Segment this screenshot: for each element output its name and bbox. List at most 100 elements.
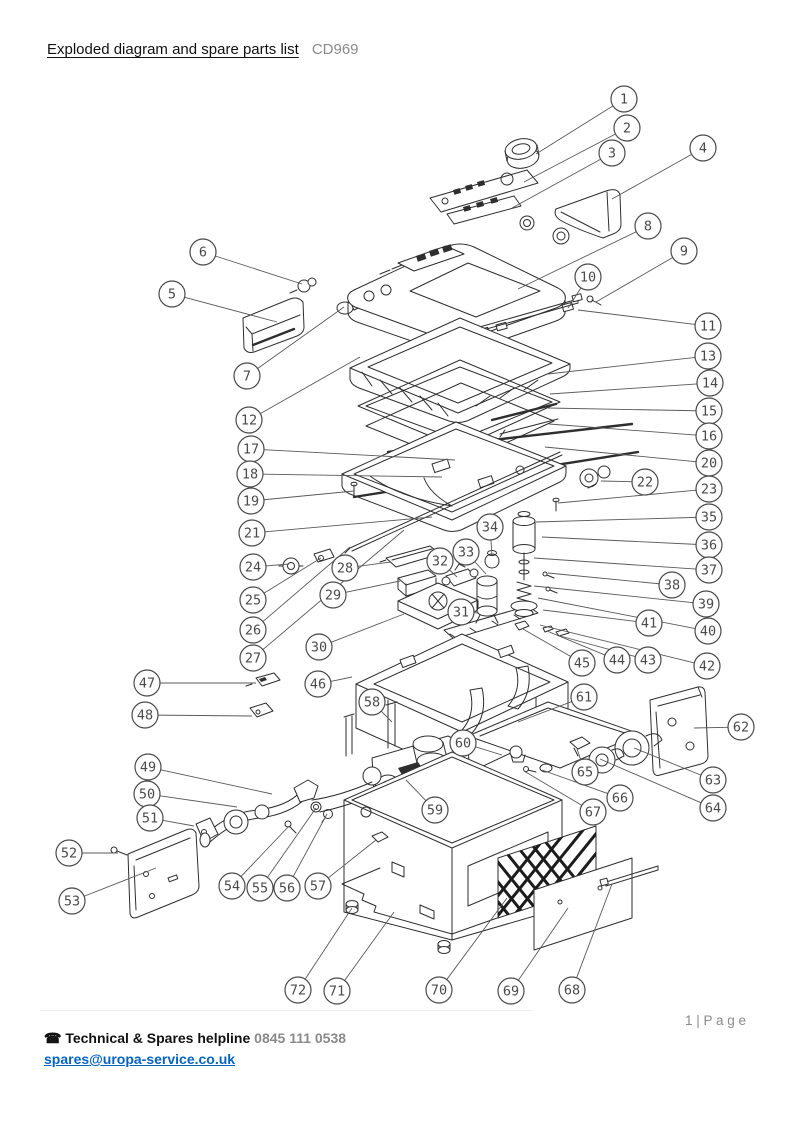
callout-number: 36 [701, 538, 717, 554]
part-cabinet [343, 751, 563, 941]
callout-10: 10 [567, 263, 602, 309]
callout-8: 8 [517, 212, 662, 290]
callout-number: 32 [432, 554, 448, 570]
part-button-strip [446, 195, 570, 245]
callout-number: 67 [585, 805, 601, 821]
callout-42: 42 [539, 624, 721, 680]
part-side-panel [127, 828, 200, 919]
callout-number: 19 [243, 494, 259, 510]
callout-22: 22 [600, 468, 659, 496]
callout-69: 69 [497, 907, 569, 1005]
phone-icon: ☎ [44, 1030, 62, 1046]
callout-number: 57 [310, 879, 326, 895]
callout-number: 4 [699, 141, 707, 157]
callout-70: 70 [425, 897, 508, 1004]
callout-11: 11 [577, 309, 722, 340]
callout-number: 58 [364, 695, 380, 711]
callout-number: 47 [139, 676, 155, 692]
callout-21: 21 [238, 516, 433, 547]
callout-19: 19 [237, 487, 355, 515]
callout-number: 31 [453, 605, 469, 621]
callout-number: 70 [431, 983, 447, 999]
callout-number: 3 [608, 146, 616, 162]
callout-53: 53 [58, 867, 157, 915]
callout-number: 16 [701, 429, 717, 445]
callout-number: 11 [700, 319, 716, 335]
callout-57: 57 [304, 839, 377, 900]
part-detergent-drawer [242, 297, 305, 353]
model-number: CD969 [311, 41, 359, 58]
page-title: Exploded diagram and spare parts list [47, 41, 299, 58]
part-top-lid [347, 243, 566, 355]
part-inlet-valve [441, 563, 479, 587]
part-program-dial [504, 138, 540, 169]
callout-number: 41 [641, 616, 657, 632]
callout-32: 32 [426, 547, 458, 578]
diagram-parts [110, 138, 709, 954]
callout-38: 38 [547, 571, 686, 599]
callout-number: 28 [337, 561, 353, 577]
callout-number: 34 [482, 520, 498, 536]
callout-number: 10 [580, 270, 596, 286]
callout-28: 28 [331, 554, 392, 582]
part-tub-rim [341, 421, 567, 532]
callout-5: 5 [158, 280, 278, 323]
callout-51: 51 [136, 804, 195, 832]
callout-72: 72 [284, 907, 353, 1004]
callout-number: 68 [564, 983, 580, 999]
callout-65: 65 [571, 748, 599, 786]
callout-number: 26 [245, 623, 261, 639]
callout-29: 29 [319, 580, 401, 609]
callout-46: 46 [304, 670, 353, 698]
callout-45: 45 [522, 628, 596, 677]
callout-number: 61 [576, 690, 592, 706]
callout-number: 6 [199, 245, 207, 261]
callout-number: 63 [705, 773, 721, 789]
callout-number: 18 [242, 467, 258, 483]
callout-33: 33 [452, 538, 487, 575]
callout-4: 4 [611, 134, 717, 200]
callout-number: 45 [574, 656, 590, 672]
callout-number: 54 [224, 879, 240, 895]
callout-35: 35 [535, 503, 723, 531]
callout-68: 68 [558, 883, 613, 1004]
part-coupling [579, 465, 611, 489]
callout-number: 60 [455, 736, 471, 752]
callout-number: 43 [640, 653, 656, 669]
part-pressure-pump [475, 575, 499, 624]
helpline-number: 0845 111 0538 [254, 1030, 347, 1046]
callout-16: 16 [548, 422, 723, 450]
callout-number: 22 [637, 475, 653, 491]
callout-60: 60 [449, 729, 503, 757]
part-screw-52 [110, 846, 128, 856]
callout-number: 59 [427, 803, 443, 819]
callout-number: 37 [701, 563, 717, 579]
callout-number: 53 [64, 894, 80, 910]
callout-6: 6 [189, 238, 303, 285]
callout-64: 64 [599, 758, 727, 822]
callout-number: 52 [61, 846, 77, 862]
callout-7: 7 [233, 306, 345, 390]
callout-34: 34 [476, 513, 504, 556]
callout-number: 69 [503, 984, 519, 1000]
callout-number: 65 [577, 765, 593, 781]
part-suspension [510, 511, 558, 617]
part-rear-bracket [649, 686, 709, 776]
callout-62: 62 [693, 713, 755, 741]
callout-number: 20 [701, 456, 717, 472]
part-inlet-elbow [289, 277, 317, 294]
helpline: ☎ Technical & Spares helpline 0845 111 0… [44, 1030, 346, 1047]
callout-number: 13 [700, 349, 716, 365]
callout-3: 3 [511, 139, 626, 209]
callout-52: 52 [55, 839, 118, 867]
callout-43: 43 [559, 635, 662, 674]
callout-number: 15 [701, 404, 717, 420]
callout-number: 17 [243, 442, 259, 458]
part-lid-handle [554, 189, 622, 239]
callout-number: 1 [620, 92, 628, 108]
callout-number: 29 [325, 588, 341, 604]
callout-9: 9 [595, 237, 698, 303]
email-link[interactable]: spares@uropa-service.co.uk [44, 1051, 236, 1067]
